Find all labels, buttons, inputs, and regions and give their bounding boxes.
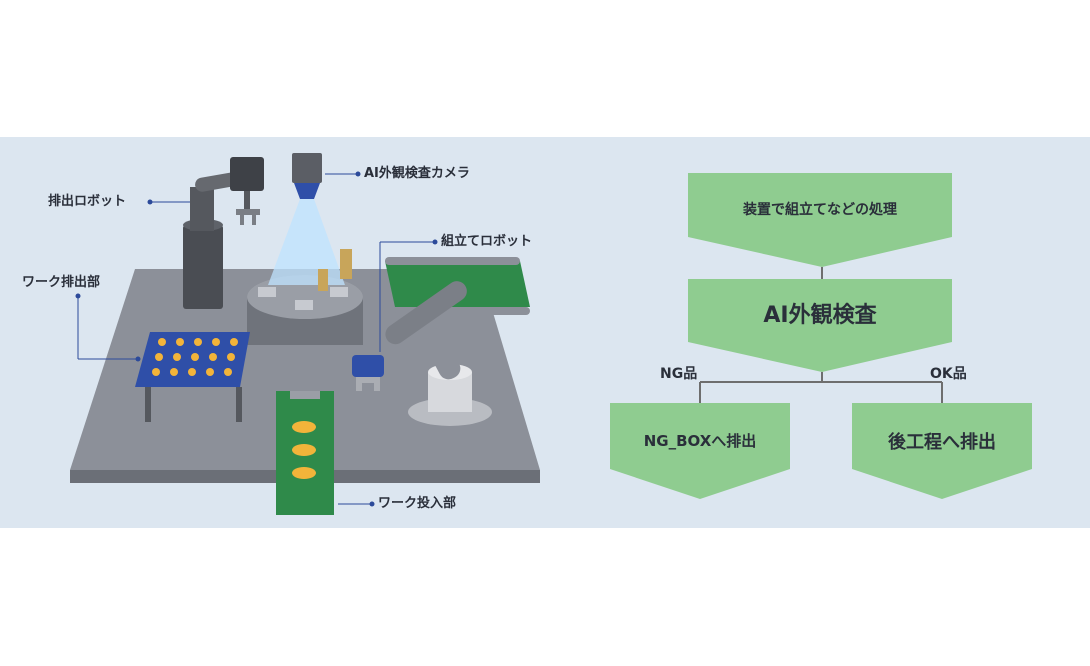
assembly-robot-arm-upper	[385, 281, 467, 345]
ai-camera-body	[292, 153, 322, 183]
assembly-robot-gripper	[352, 355, 384, 377]
callout-work-input: ワーク投入部	[378, 496, 457, 511]
factory-scene: 排出ロボット ワーク排出部 AI外観検査カメラ 組立てロボット ワーク投入部	[0, 137, 560, 528]
eject-robot-gripper	[236, 209, 260, 225]
eject-robot-base	[183, 225, 223, 309]
rotary-table	[247, 275, 363, 319]
factory-illustration	[70, 153, 540, 515]
ok-result-shape	[852, 403, 1032, 499]
step1-shape	[688, 173, 952, 267]
flowchart-shapes	[610, 173, 1032, 499]
flow-connectors	[699, 267, 943, 403]
flow-ng-result: NG_BOXへ排出	[643, 432, 757, 450]
callout-assembly-robot: 組立てロボット	[441, 234, 533, 249]
assembly-robot-arm-lower	[414, 312, 461, 380]
flow-ok-result: 後工程へ排出	[888, 432, 996, 453]
ng-result-shape	[610, 403, 790, 499]
branch-ng-label: NG品	[660, 366, 698, 382]
illustration-panel: 排出ロボット ワーク排出部 AI外観検査カメラ 組立てロボット ワーク投入部 装…	[0, 137, 1090, 528]
eject-robot-head	[230, 157, 264, 191]
callout-dots	[75, 171, 438, 507]
flow-step-2: AI外観検査	[763, 303, 877, 328]
camera-beam	[268, 199, 345, 285]
tray-parts	[152, 338, 238, 376]
callout-ai-camera: AI外観検査カメラ	[364, 166, 470, 181]
branch-ok-label: OK品	[930, 366, 967, 382]
callout-work-eject: ワーク排出部	[22, 275, 101, 290]
flow-step-1: 装置で組立てなどの処理	[743, 202, 897, 218]
callout-lines	[77, 173, 435, 505]
inspection-flowchart: 装置で組立てなどの処理 AI外観検査 NG品 OK品 NG_BOXへ排出 後工程…	[600, 137, 1090, 528]
callout-eject-robot: 排出ロボット	[48, 194, 127, 209]
step2-shape	[688, 279, 952, 372]
